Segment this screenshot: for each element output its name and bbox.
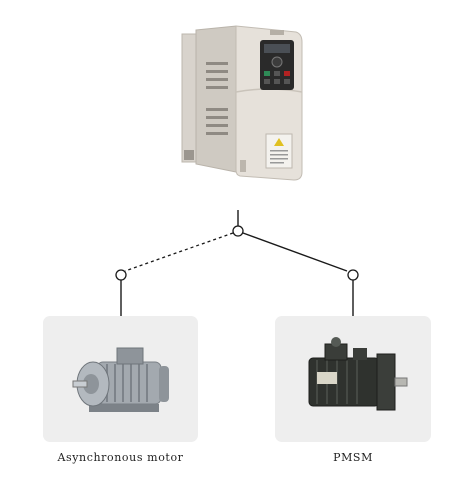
pmsm-motor-image [308, 337, 408, 411]
switch-node-right [347, 269, 359, 281]
solid-branch-to-pmsm [242, 232, 348, 272]
dashed-branch-to-asynchronous [124, 232, 234, 272]
pmsm-card [275, 316, 431, 442]
switch-node-left [115, 269, 127, 281]
switch-node-top [232, 225, 244, 237]
asynchronous-motor-label: Asynchronous motor [57, 451, 184, 464]
asynchronous-motor-image [72, 347, 169, 412]
inverter-image [181, 25, 303, 181]
pmsm-label: PMSM [333, 451, 373, 464]
asynchronous-motor-card [43, 316, 198, 442]
